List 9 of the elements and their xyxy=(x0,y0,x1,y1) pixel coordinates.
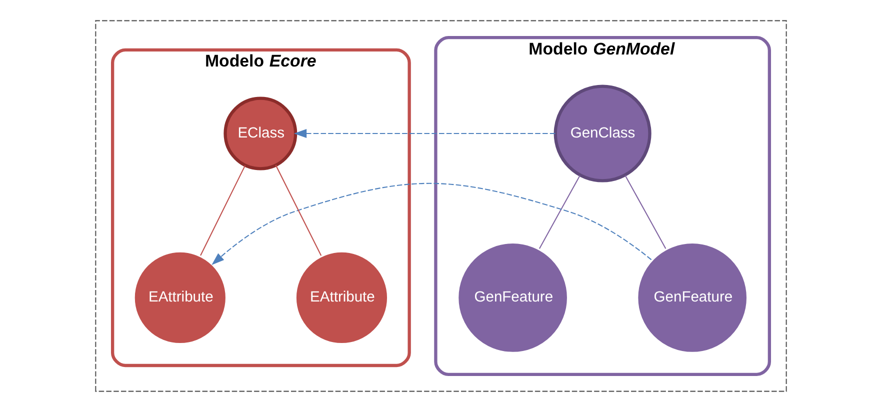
connector xyxy=(538,175,580,249)
cluster xyxy=(95,20,787,392)
connector xyxy=(200,165,246,256)
connector xyxy=(275,164,322,256)
node-circle: EClass xyxy=(224,96,298,170)
arrow xyxy=(294,129,556,138)
arrow xyxy=(212,182,652,266)
connector xyxy=(624,175,666,249)
node-circle: GenClass xyxy=(554,84,652,182)
